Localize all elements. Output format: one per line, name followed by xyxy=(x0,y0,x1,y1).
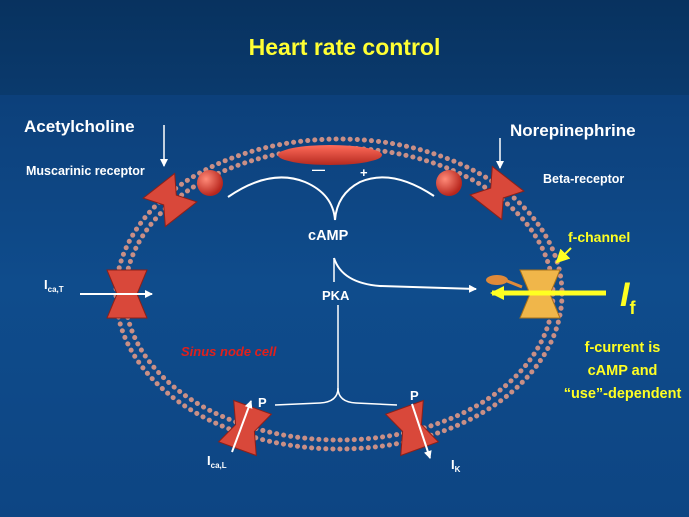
ik-current-arrow xyxy=(411,403,432,459)
beta-receptor-label: Beta-receptor xyxy=(543,172,625,186)
title-band xyxy=(0,0,689,95)
beta-receptor-shape xyxy=(469,165,525,221)
p-label-right: P xyxy=(410,388,419,403)
f-channel-pointer-arrow xyxy=(555,247,572,264)
pka-branch-right xyxy=(337,387,398,406)
ik-label: IK xyxy=(451,457,461,474)
inhibition-arc xyxy=(227,176,336,221)
f-channel-label: f-channel xyxy=(568,229,631,245)
camp-label: cAMP xyxy=(308,228,349,244)
if-label: If xyxy=(620,276,636,318)
plus-sign: + xyxy=(360,165,368,180)
pka-label: PKA xyxy=(322,288,350,303)
stimulation-arc xyxy=(334,176,435,221)
g-protein-left xyxy=(197,170,223,196)
f-current-note: f-current is cAMP and “use”-dependent xyxy=(560,337,685,406)
f-current-line: cAMP and xyxy=(587,363,658,379)
sinus-node-cell-label: Sinus node cell xyxy=(181,344,277,359)
pka-branch-left xyxy=(274,387,339,406)
muscarinic-receptor-label: Muscarinic receptor xyxy=(26,164,145,178)
p-label-left: P xyxy=(258,395,267,410)
f-current-line: “use”-dependent xyxy=(563,386,682,402)
minus-sign: — xyxy=(312,162,325,177)
adenylyl-cyclase xyxy=(278,145,382,165)
camp-to-f-channel-arrow xyxy=(333,257,477,293)
ica-l-channel xyxy=(217,399,273,457)
f-current-line: f-current is xyxy=(584,340,661,356)
norepinephrine-label: Norepinephrine xyxy=(510,121,636,140)
acetylcholine-label: Acetylcholine xyxy=(24,117,135,136)
ica-t-label: Ica,T xyxy=(44,277,64,294)
slide-title: Heart rate control xyxy=(248,34,441,60)
muscarinic-receptor-shape xyxy=(142,172,198,228)
ica-l-current-arrow xyxy=(231,400,253,453)
ica-l-label: Ica,L xyxy=(207,453,227,470)
g-protein-right xyxy=(436,170,462,196)
camp-binding-site xyxy=(486,275,508,285)
